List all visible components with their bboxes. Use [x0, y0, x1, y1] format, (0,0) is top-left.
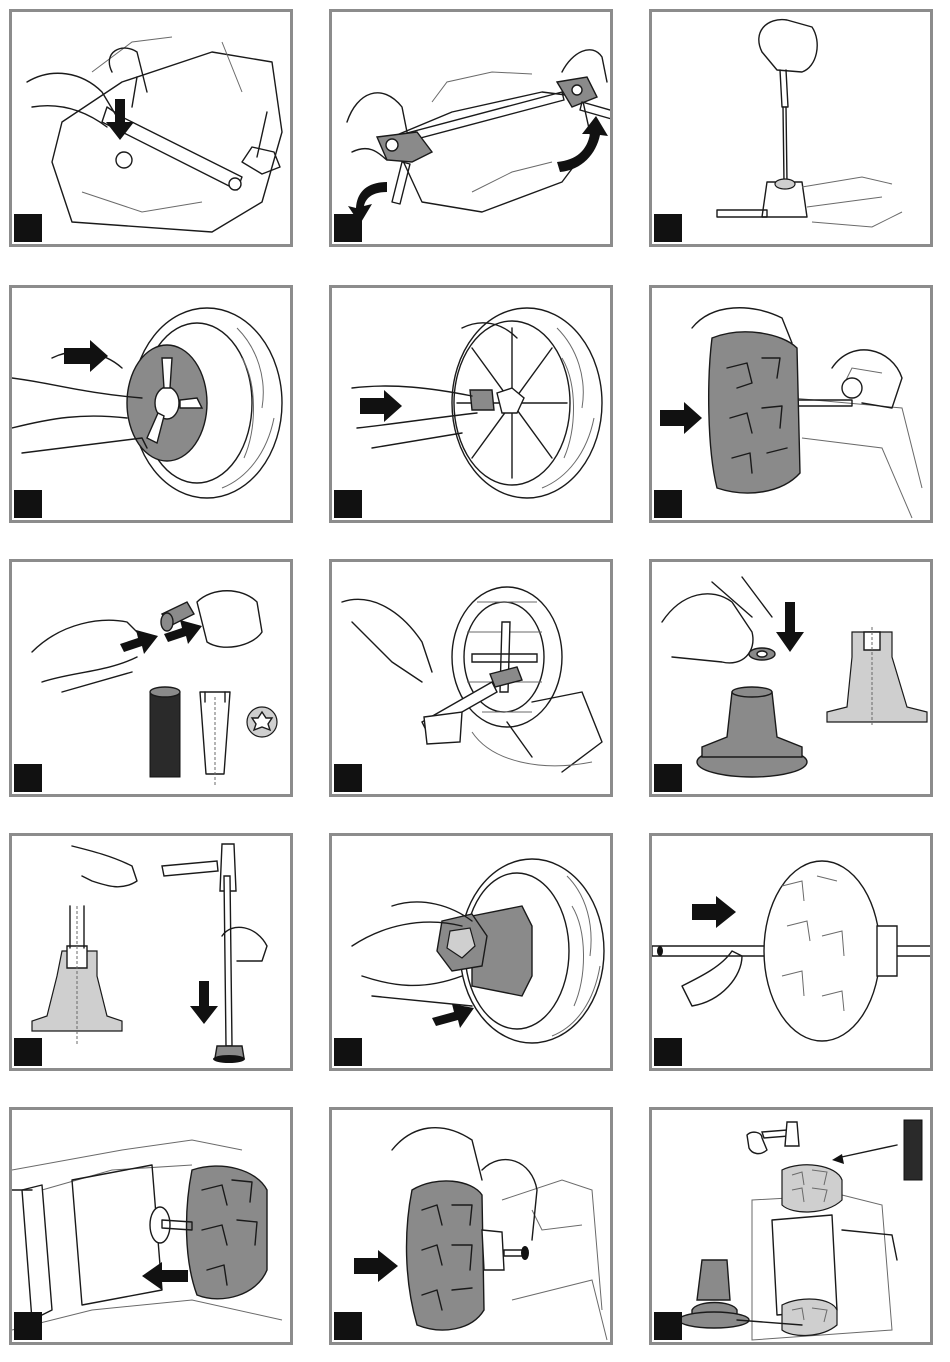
- illustration-wrench-wheel: [332, 562, 610, 794]
- arrow-down-icon: [776, 602, 804, 652]
- arrow-right-icon: [432, 1004, 474, 1028]
- step-number-box: [334, 490, 362, 518]
- illustration-cap-nut: [652, 562, 930, 794]
- panel-5-remove-hub-nut: [329, 285, 613, 523]
- illustration-hub-nut: [332, 288, 610, 520]
- illustration-secure-wheel: [332, 1110, 610, 1342]
- arrow-right-icon: [692, 896, 736, 928]
- step-number-box: [654, 764, 682, 792]
- step-number-box: [334, 214, 362, 242]
- curved-arrow-icon: [557, 116, 608, 172]
- illustration-hubcap: [12, 288, 290, 520]
- arrow-left-icon: [142, 1262, 188, 1290]
- illustration-bushing-parts: [12, 562, 290, 794]
- step-number-box: [14, 1038, 42, 1066]
- step-number-box: [14, 214, 42, 242]
- panel-9-install-cap-nut: [649, 559, 933, 797]
- panel-13-mount-wheel: [9, 1107, 293, 1345]
- panel-15-full-assembly: [649, 1107, 933, 1345]
- panel-3-screwdriver-spindle: [649, 9, 933, 247]
- illustration-remove-wheel: [652, 288, 930, 520]
- step-number-box: [334, 1038, 362, 1066]
- step-number-box: [334, 764, 362, 792]
- step-number-box: [334, 1312, 362, 1340]
- arrow-right-icon: [360, 390, 402, 422]
- illustration-screwdriver: [652, 12, 930, 244]
- arrow-right-icon: [660, 402, 702, 434]
- step-number-box: [654, 490, 682, 518]
- illustration-full-assembly: [652, 1110, 930, 1342]
- arrow-right-icon: [354, 1250, 398, 1282]
- arrow-down-icon: [190, 981, 218, 1024]
- panel-6-remove-wheel: [649, 285, 933, 523]
- panel-11-press-hubcap: [329, 833, 613, 1071]
- panel-4-remove-hubcap: [9, 285, 293, 523]
- illustration-insert-axle: [652, 836, 930, 1068]
- arrow-left-icon: [120, 630, 158, 654]
- step-number-box: [14, 490, 42, 518]
- panel-1-remove-steering-linkage: [9, 9, 293, 247]
- illustration-press-hubcap: [332, 836, 610, 1068]
- step-number-box: [654, 214, 682, 242]
- illustration-hammer: [12, 836, 290, 1068]
- arrow-right-icon: [64, 340, 108, 372]
- illustration-axle-arms: [332, 12, 610, 244]
- step-number-box: [14, 764, 42, 792]
- panel-10-hammer-cap-nut: [9, 833, 293, 1071]
- step-number-box: [654, 1312, 682, 1340]
- step-number-box: [654, 1038, 682, 1066]
- illustration-mount-wheel: [12, 1110, 290, 1342]
- panel-12-insert-axle: [649, 833, 933, 1071]
- step-number-box: [14, 1312, 42, 1340]
- panel-7-insert-bushing: [9, 559, 293, 797]
- panel-8-wrench-wheel: [329, 559, 613, 797]
- illustration-steering-linkage: [12, 12, 290, 244]
- panel-2-rotate-axle-arms: [329, 9, 613, 247]
- panel-14-secure-wheel: [329, 1107, 613, 1345]
